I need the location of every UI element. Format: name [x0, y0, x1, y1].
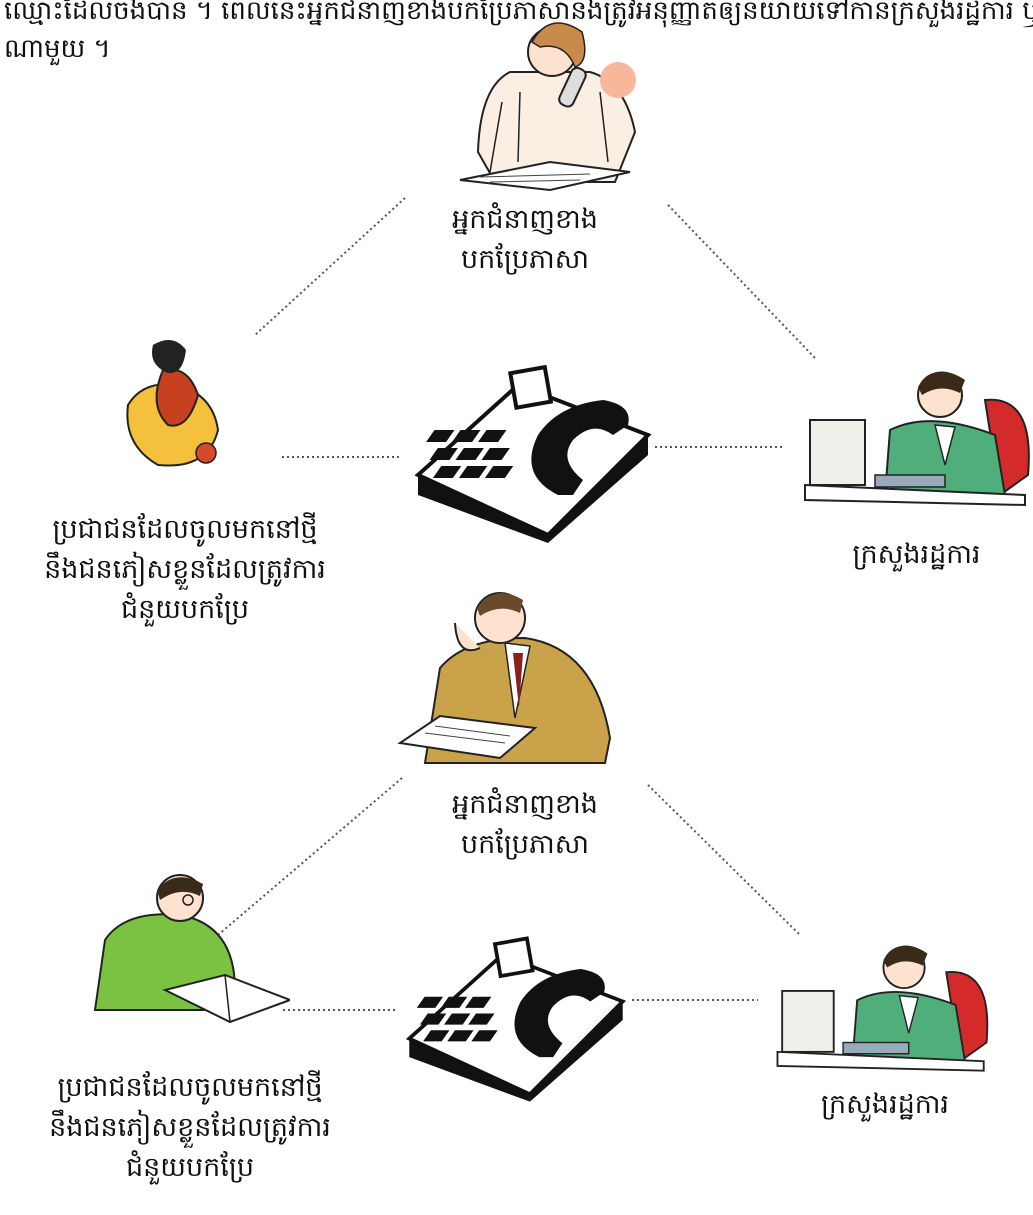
- top-right-connector: [667, 204, 816, 359]
- bottom-resident-label-line-2: នឹងជនភៀសខ្លួនដែលត្រូវការ: [49, 1112, 331, 1143]
- bottom-resident-label-line-1: ប្រជាជនដែលចូលមកនៅថ្មី: [57, 1072, 323, 1103]
- intro-line-1: ឈ្មោះដែលចង់បាន ។ ពេលនេះអ្នកជំនាញខាងបកប្រ…: [4, 0, 1033, 26]
- bottom-interpreter-label-line-1: អ្នកជំនាញខាង: [452, 789, 598, 820]
- female-interpreter-on-phone-icon: [459, 22, 637, 192]
- resident-woman-icon: [126, 340, 220, 467]
- bottom-left-connector: [217, 777, 403, 936]
- bottom-interpreter-label: អ្នកជំនាញខាង បកប្រែភាសា: [395, 785, 655, 865]
- bottom-interpreter-label-line-2: បកប្រែភាសា: [460, 829, 589, 860]
- bottom-ministry-label: ក្រសួងរដ្ឋការ: [820, 1089, 949, 1120]
- bottom-right-connector: [647, 784, 801, 936]
- top-left-connector: [254, 197, 406, 336]
- top-ministry-label: ក្រសួងរដ្ឋការ: [852, 539, 981, 570]
- intro-text: ឈ្មោះដែលចង់បាន ។ ពេលនេះអ្នកជំនាញខាងបកប្រ…: [4, 0, 1033, 68]
- top-interpreter-label-line-2: បកប្រែភាសា: [460, 244, 589, 275]
- intro-line-2: ណាមួយ ។: [4, 34, 111, 64]
- government-official-at-desk-icon: [776, 945, 989, 1072]
- top-interpreter-label: អ្នកជំនាញខាង បកប្រែភាសា: [395, 200, 655, 280]
- government-official-at-desk-icon: [804, 371, 1030, 507]
- resident-man-reading-icon: [93, 874, 290, 1024]
- telephone-icon: [405, 936, 627, 1102]
- bottom-resident-label: ប្រជាជនដែលចូលមកនៅថ្មី នឹងជនភៀសខ្លួនដែលត្…: [20, 1068, 360, 1188]
- male-interpreter-on-phone-icon: [397, 592, 612, 764]
- bottom-resident-label-line-3: ជំនួយបកប្រែ: [125, 1152, 254, 1183]
- top-resident-label-line-1: ប្រជាជនដែលចូលមកនៅថ្មី: [52, 514, 318, 545]
- top-interpreter-label-line-1: អ្នកជំនាញខាង: [452, 204, 598, 235]
- top-resident-label-line-2: នឹងជនភៀសខ្លួនដែលត្រូវការ: [44, 554, 326, 585]
- telephone-icon: [414, 365, 652, 543]
- top-resident-label: ប្រជាជនដែលចូលមកនៅថ្មី នឹងជនភៀសខ្លួនដែលត្…: [0, 510, 370, 630]
- top-resident-label-line-3: ជំនួយបកប្រែ: [120, 594, 249, 625]
